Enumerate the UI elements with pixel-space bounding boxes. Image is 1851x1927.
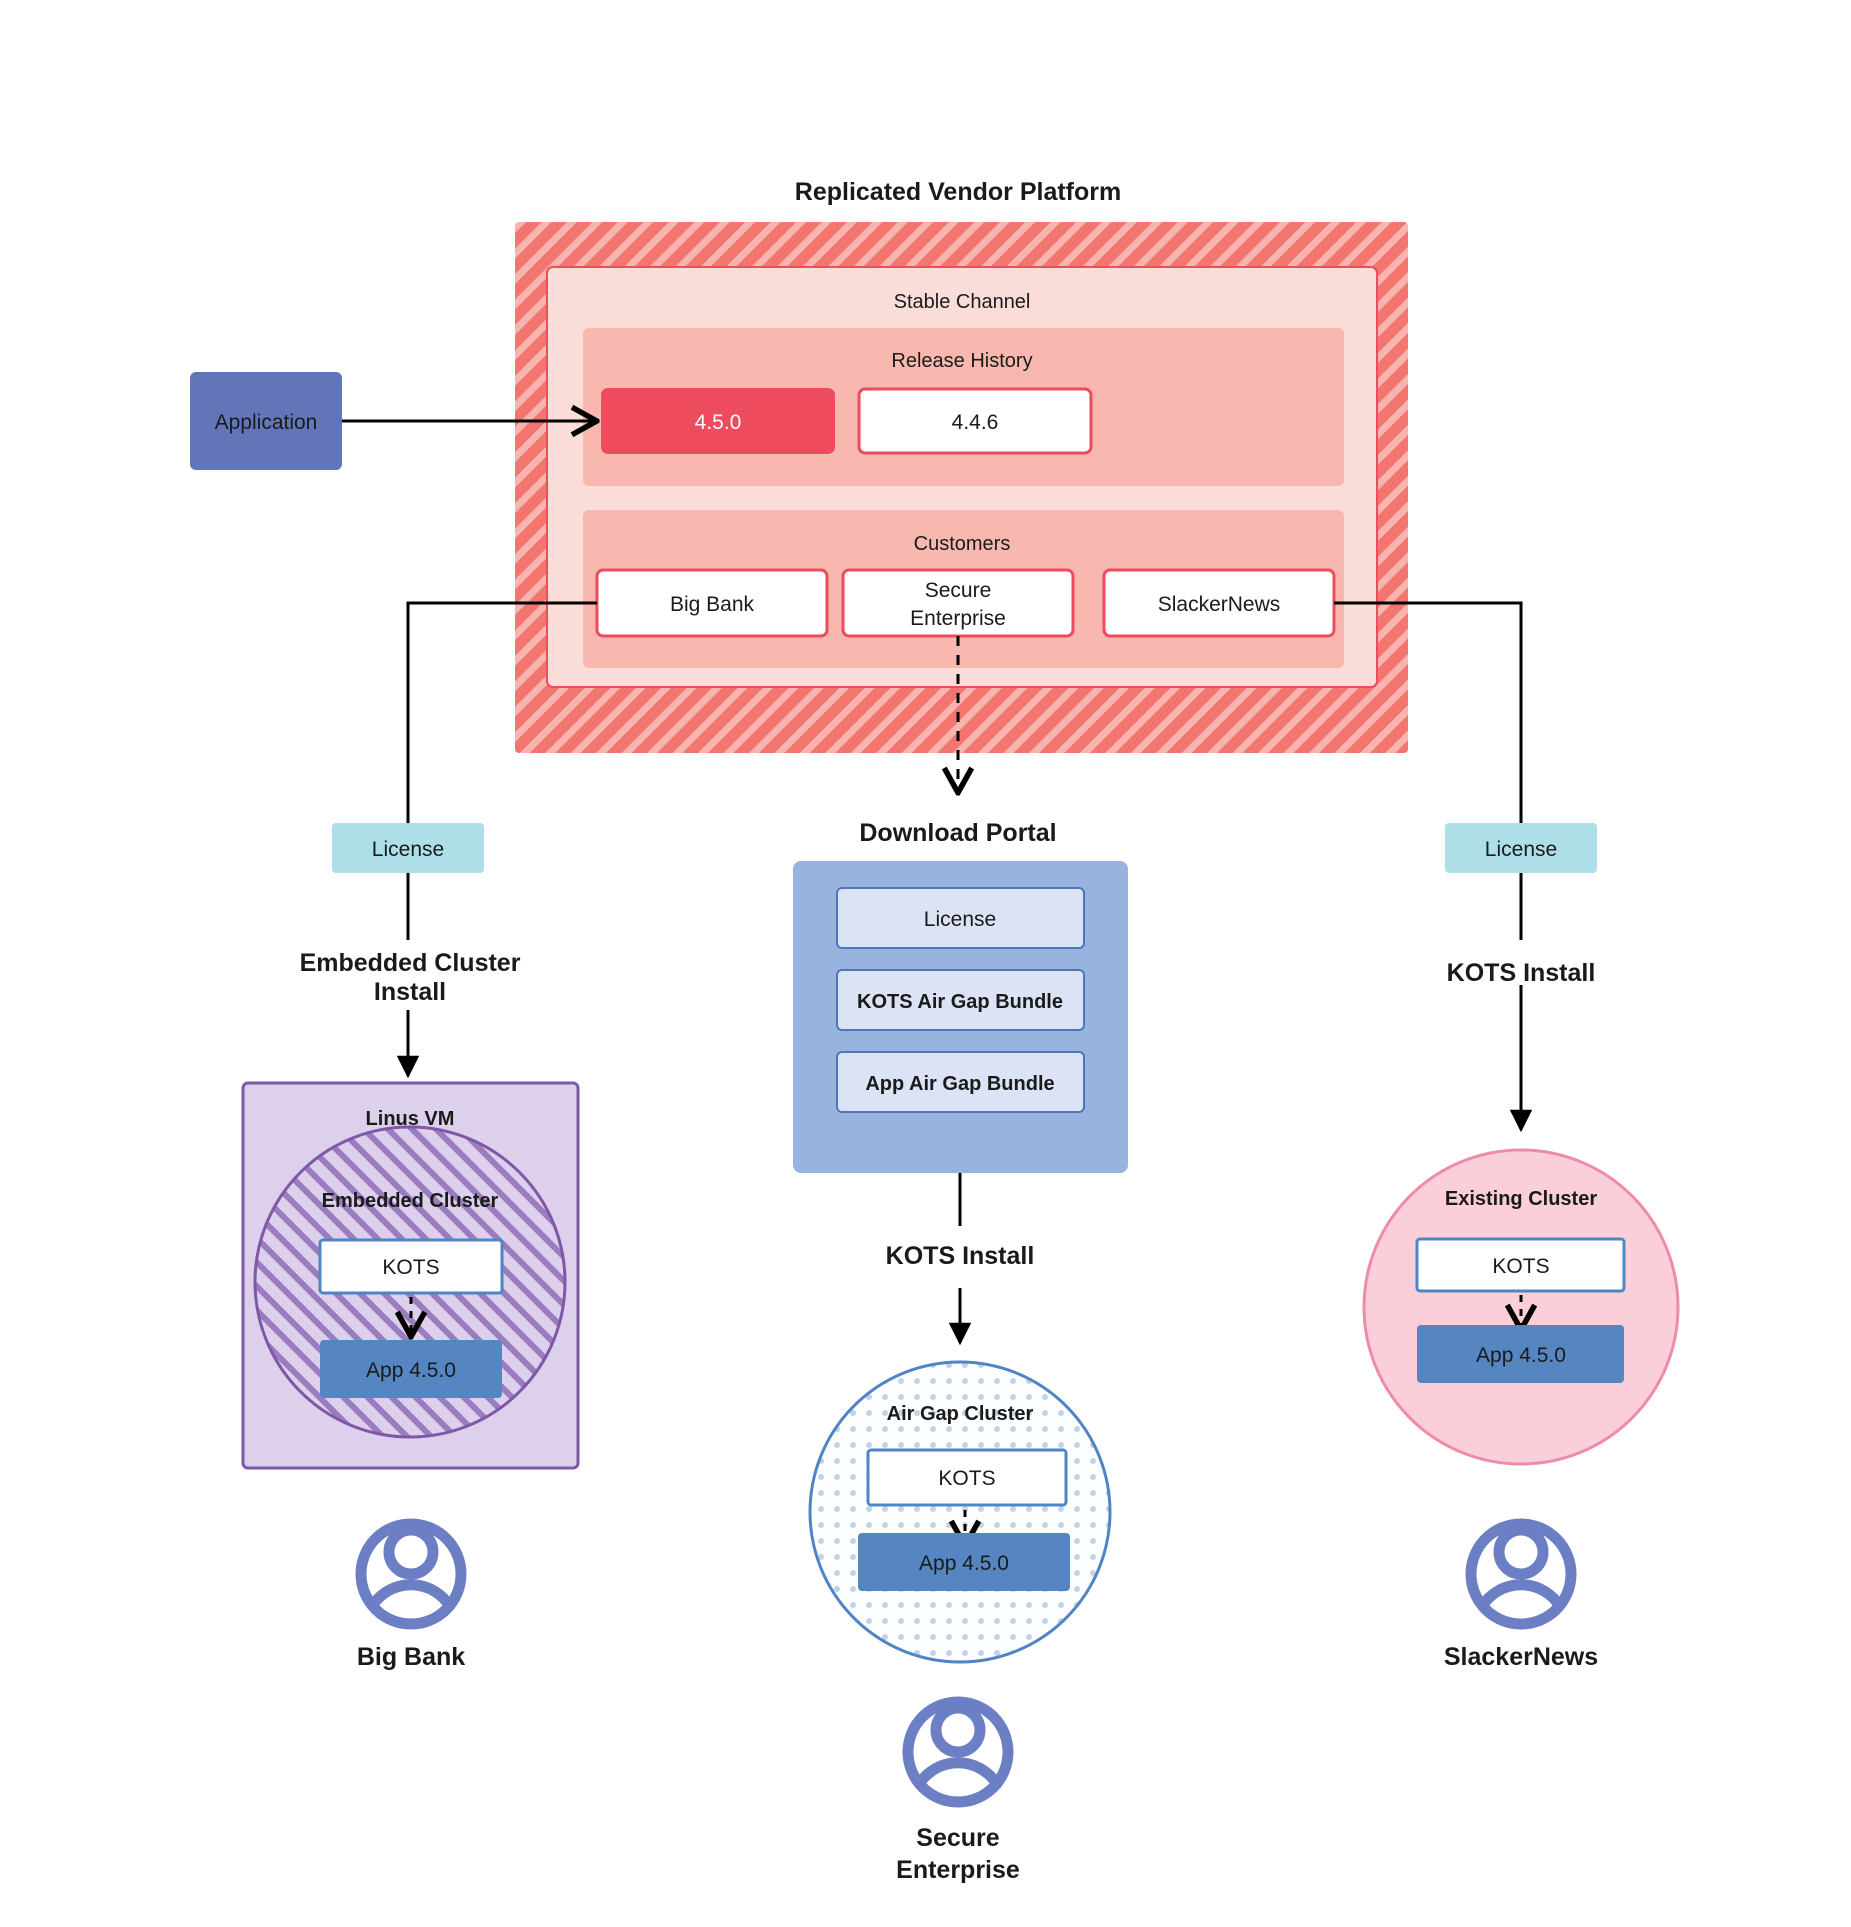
avatar-shoulders-icon (366, 1579, 456, 1611)
customer-name-label: Big Bank (670, 593, 755, 616)
release-version-label: 4.4.6 (952, 411, 999, 434)
edge-label-embedded-install-line1: Embedded Cluster (300, 949, 521, 977)
edge-slackernews-to-license (1334, 601, 1523, 823)
release-version-label: 4.5.0 (695, 411, 742, 434)
kots-box-left[interactable]: KOTS (318, 1238, 504, 1295)
portal-item-app-air-gap-bundle[interactable]: App Air Gap Bundle (836, 1051, 1085, 1113)
avatar-head-icon (930, 1702, 986, 1758)
persona-big-bank (355, 1518, 467, 1630)
app-box-right[interactable]: App 4.5.0 (1417, 1325, 1624, 1383)
release-card-current[interactable]: 4.5.0 (601, 388, 835, 454)
persona-label-big-bank: Big Bank (357, 1643, 465, 1671)
kots-box-center[interactable]: KOTS (866, 1448, 1068, 1507)
customer-card-secure-enterprise[interactable]: Secure Enterprise (841, 568, 1075, 638)
customer-card-slackernews[interactable]: SlackerNews (1102, 568, 1336, 638)
persona-label-line2: Enterprise (896, 1856, 1020, 1884)
app-box-left[interactable]: App 4.5.0 (320, 1340, 502, 1398)
kots-label: KOTS (1492, 1255, 1549, 1278)
avatar-outline-icon (902, 1696, 1014, 1808)
portal-item-kots-air-gap-bundle[interactable]: KOTS Air Gap Bundle (836, 969, 1085, 1031)
download-portal-title: Download Portal (859, 819, 1056, 847)
app-label: App 4.5.0 (919, 1552, 1009, 1575)
avatar-outline-icon (1465, 1518, 1577, 1630)
customer-card-big-bank[interactable]: Big Bank (595, 568, 829, 638)
kots-label: KOTS (938, 1467, 995, 1490)
app-box-center[interactable]: App 4.5.0 (858, 1533, 1070, 1591)
license-chip-left[interactable]: License (332, 823, 484, 873)
license-chip-right[interactable]: License (1445, 823, 1597, 873)
application-label: Application (215, 411, 318, 434)
portal-item-label: KOTS Air Gap Bundle (857, 991, 1063, 1013)
linus-vm-label: Linus VM (366, 1108, 455, 1130)
portal-item-label: License (924, 908, 996, 931)
release-history-label: Release History (891, 350, 1032, 372)
existing-cluster-circle: Existing Cluster (1362, 1148, 1680, 1466)
portal-item-license[interactable]: License (836, 887, 1085, 949)
edge-label-kots-install-right: KOTS Install (1447, 959, 1596, 987)
persona-label-slackernews: SlackerNews (1444, 1643, 1598, 1671)
edge-label-embedded-install-line2: Install (374, 978, 446, 1006)
persona-secure-enterprise (902, 1696, 1014, 1808)
app-label: App 4.5.0 (1476, 1344, 1566, 1367)
app-label: App 4.5.0 (366, 1359, 456, 1382)
stable-channel-label: Stable Channel (894, 291, 1031, 313)
air-gap-cluster-label: Air Gap Cluster (887, 1403, 1034, 1425)
persona-label-line1: Secure (916, 1824, 999, 1852)
avatar-outline-icon (355, 1518, 467, 1630)
existing-cluster-label: Existing Cluster (1445, 1188, 1597, 1210)
customers-label: Customers (914, 533, 1011, 555)
avatar-shoulders-icon (913, 1757, 1003, 1789)
portal-item-label: App Air Gap Bundle (865, 1073, 1054, 1095)
edge-label-kots-install-center: KOTS Install (886, 1242, 1035, 1270)
avatar-head-icon (1493, 1524, 1549, 1580)
application-box[interactable]: Application (190, 372, 342, 470)
persona-slackernews (1465, 1518, 1577, 1630)
license-label: License (1485, 838, 1557, 861)
customer-name-label: SlackerNews (1158, 593, 1281, 616)
avatar-shoulders-icon (1476, 1579, 1566, 1611)
customer-name-line2: Enterprise (910, 607, 1006, 630)
license-label: License (372, 838, 444, 861)
kots-box-right[interactable]: KOTS (1415, 1237, 1626, 1293)
edge-bigbank-to-license (406, 601, 597, 823)
customer-name-line1: Secure (925, 579, 992, 602)
avatar-head-icon (383, 1524, 439, 1580)
kots-label: KOTS (382, 1256, 439, 1279)
release-card-previous[interactable]: 4.4.6 (857, 387, 1093, 455)
page-title: Replicated Vendor Platform (795, 178, 1121, 206)
embedded-cluster-label: Embedded Cluster (322, 1190, 499, 1212)
air-gap-cluster-circle: Air Gap Cluster (808, 1360, 1112, 1664)
